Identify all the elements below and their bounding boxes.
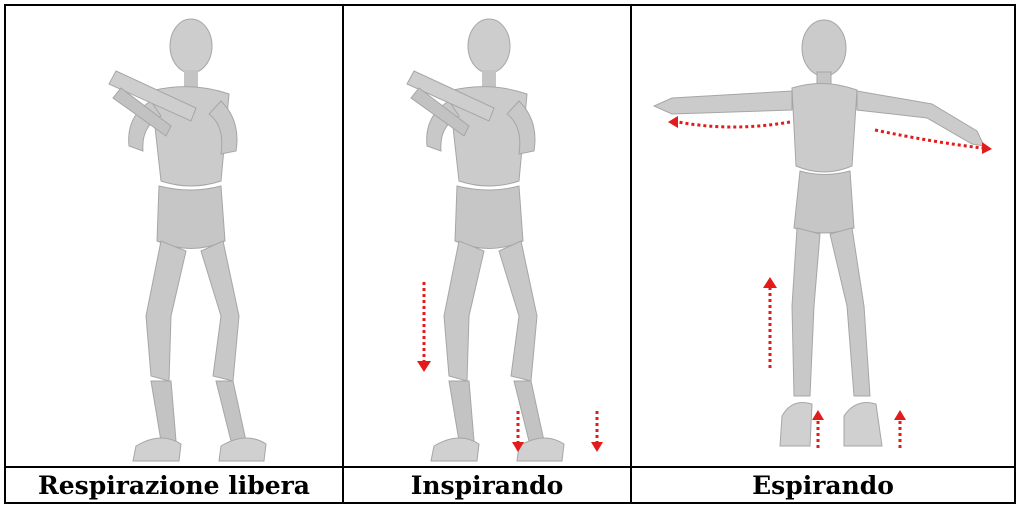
- down-arrow-head: [591, 442, 603, 452]
- down-arrow-head: [417, 361, 431, 372]
- caption-respirazione-libera: Respirazione libera: [6, 468, 344, 502]
- caption-espirando: Espirando: [632, 468, 1014, 502]
- figure-cell-respirazione-libera: [6, 6, 344, 468]
- figure-table: Respirazione libera Inspirando Espirando: [4, 4, 1016, 504]
- arrows-inspirando: [417, 282, 603, 452]
- mannequin-figure-3: [632, 6, 1014, 466]
- caption-inspirando: Inspirando: [344, 468, 632, 502]
- figure-cell-inspirando: [344, 6, 632, 468]
- mannequin-figure-2: [344, 6, 630, 466]
- figure-cell-espirando: [632, 6, 1014, 468]
- mannequin-figure-1: [6, 6, 342, 466]
- left-arm-outward-arrow: [678, 122, 790, 127]
